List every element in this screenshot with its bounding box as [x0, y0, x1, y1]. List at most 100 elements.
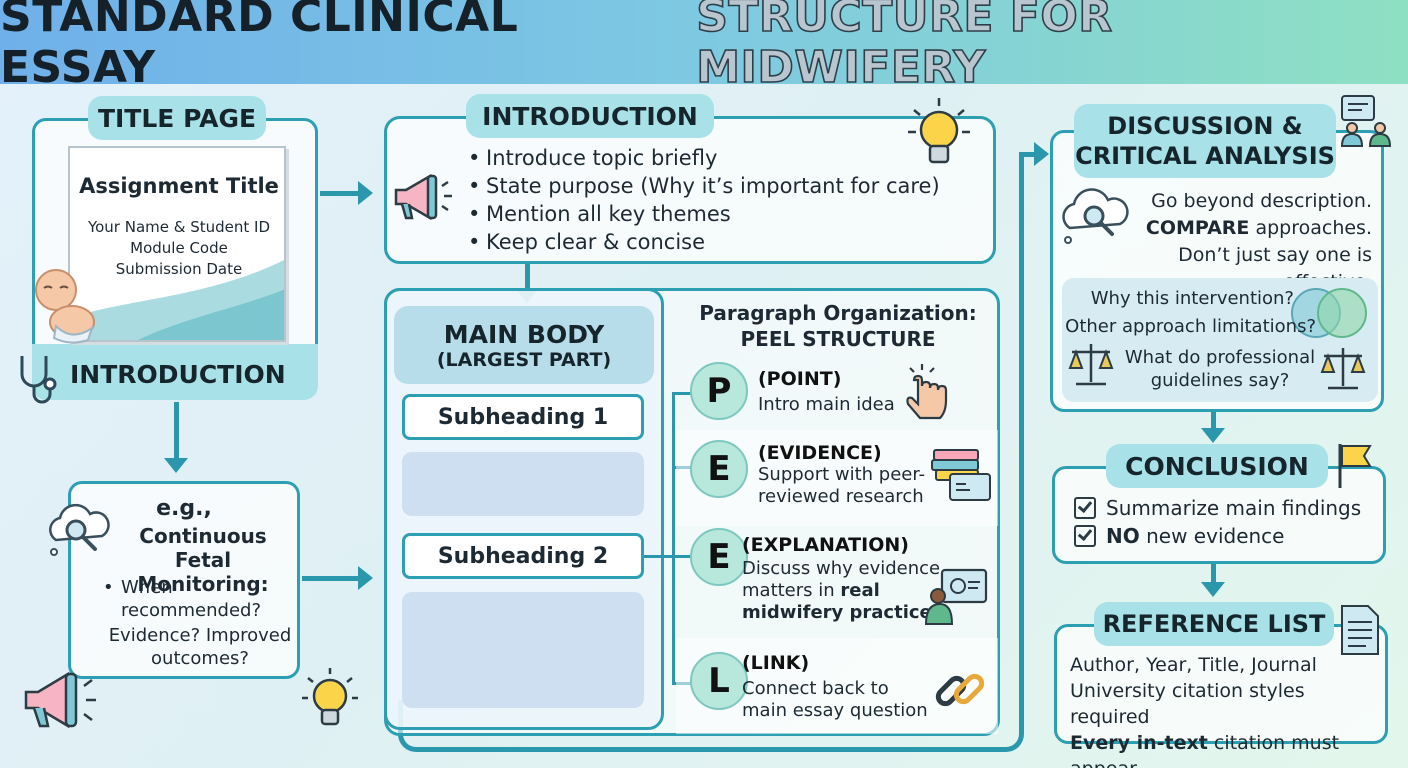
- arrow-head: [358, 566, 373, 590]
- arrow-title-to-intro: [320, 191, 360, 196]
- conclusion-item-2: NO new evidence: [1074, 524, 1284, 548]
- title-page-footer-label: INTRODUCTION: [70, 360, 286, 389]
- discussion-line2: COMPARE approaches.: [1096, 215, 1372, 242]
- stethoscope-icon: [20, 356, 57, 404]
- lightbulb-icon: [908, 98, 970, 164]
- subheading-2-placeholder: [402, 592, 644, 708]
- references-label: REFERENCE LIST: [1094, 602, 1334, 646]
- title-dark: STANDARD CLINICAL ESSAY: [0, 0, 519, 93]
- document-wave-decoration: [70, 259, 284, 340]
- conclusion-new-evidence: new evidence: [1146, 524, 1285, 548]
- title-page-section: TITLE PAGE Assignment Title Your Name & …: [20, 96, 322, 404]
- intro-bullet: State purpose (Why it’s important for ca…: [466, 172, 966, 200]
- checkbox-icon: [1074, 525, 1096, 547]
- venn-decoration: [1291, 288, 1367, 338]
- presenter-icon: [924, 568, 988, 625]
- references-every: Every in-text: [1070, 732, 1208, 754]
- baby-icon: [35, 269, 95, 344]
- chain-link-icon: [935, 673, 985, 707]
- title-line-name: Your Name & Student ID: [87, 218, 271, 236]
- peel-letter: E: [690, 440, 748, 498]
- peel-text-plain: Discuss why evidence matters in: [742, 558, 941, 601]
- megaphone-icon: [24, 671, 96, 729]
- example-panel: e.g., Continuous Fetal Monitoring: When …: [68, 481, 300, 679]
- title-page-footer-bg: [32, 344, 318, 400]
- assignment-title: Assignment Title: [79, 174, 279, 198]
- peel-connector-p: [672, 392, 692, 395]
- peel-text: Discuss why evidence matters in real mid…: [742, 558, 942, 624]
- discussion-approaches: approaches.: [1255, 217, 1372, 239]
- arrow-conclusion-to-references: [1211, 564, 1216, 584]
- title-page-label: TITLE PAGE: [88, 96, 266, 140]
- intro-bullet: Keep clear & concise: [466, 228, 966, 256]
- example-bullets: When recommended?: [101, 576, 291, 622]
- discussion-title-line2: CRITICAL ANALYSIS: [1075, 142, 1335, 170]
- discussion-q2: Other approach limitations?: [1065, 316, 1316, 337]
- peel-heading: Paragraph Organization: PEEL STRUCTURE: [680, 300, 996, 352]
- subheading-1: Subheading 1: [402, 394, 644, 440]
- arrow-title-to-example: [174, 402, 179, 460]
- peel-heading-line2: PEEL STRUCTURE: [740, 327, 936, 351]
- arrow-intro-to-body: [525, 264, 530, 288]
- conclusion-text-1: Summarize main findings: [1106, 496, 1362, 520]
- scales-icon: [1320, 348, 1366, 390]
- main-body-subtitle: (LARGEST PART): [436, 348, 612, 371]
- arrow-head: [358, 181, 373, 205]
- references-line2: University citation styles required: [1070, 680, 1305, 728]
- example-eg: e.g.,: [156, 496, 212, 521]
- arrow-head: [1201, 428, 1225, 443]
- subheading-1-placeholder: [402, 452, 644, 516]
- example-bullet: When recommended?: [101, 576, 291, 622]
- arrow-example-to-body: [302, 576, 360, 581]
- peel-letter: E: [690, 528, 748, 586]
- references-text: Author, Year, Title, Journal University …: [1070, 652, 1380, 768]
- conclusion-item-1: Summarize main findings: [1074, 496, 1361, 520]
- discussion-icon: [1340, 95, 1392, 147]
- peel-text: Support with peer-reviewed research: [758, 464, 926, 507]
- main-body-label: MAIN BODY (LARGEST PART): [394, 306, 654, 384]
- books-icon: [931, 449, 991, 501]
- peel-title: (LINK): [742, 652, 810, 674]
- peel-text: Intro main idea: [758, 394, 895, 415]
- peel-letter: L: [690, 652, 748, 710]
- title-line-module: Module Code: [130, 239, 228, 257]
- introduction-bullets: Introduce topic briefly State purpose (W…: [466, 144, 966, 256]
- discussion-questions-box: Why this intervention? Other approach li…: [1062, 278, 1378, 402]
- conclusion-no: NO: [1106, 524, 1140, 548]
- discussion-line1: Go beyond description.: [1151, 190, 1372, 212]
- peel-row-explanation: E (EXPLANATION) Discuss why evidence mat…: [676, 526, 998, 634]
- arrow-head: [1034, 142, 1049, 166]
- peel-connector-sub2: [644, 555, 674, 558]
- magnifier-cloud-icon: [49, 503, 110, 556]
- peel-connector-vertical: [672, 392, 675, 684]
- peel-heading-line1: Paragraph Organization:: [699, 301, 977, 325]
- discussion-title-line1: DISCUSSION &: [1107, 112, 1303, 140]
- intro-bullet: Mention all key themes: [466, 200, 966, 228]
- peel-title: (EXPLANATION): [742, 534, 909, 556]
- title-light: STRUCTURE FOR MIDWIFERY: [695, 0, 1113, 94]
- megaphone-icon: [394, 173, 452, 221]
- discussion-label: DISCUSSION & CRITICAL ANALYSIS: [1074, 104, 1336, 178]
- references-line3: Every in-text citation must appear: [1070, 730, 1380, 768]
- peel-row-evidence: E (EVIDENCE) Support with peer-reviewed …: [676, 430, 998, 526]
- loop-line-up: [1019, 152, 1024, 732]
- references-must-appear: citation must appear: [1070, 732, 1340, 768]
- discussion-q1: Why this intervention?: [1090, 288, 1294, 309]
- discussion-q3: What do professional guidelines say?: [1124, 347, 1316, 391]
- scales-icon: [1068, 344, 1114, 386]
- example-rest: Evidence? Improved outcomes?: [108, 625, 292, 669]
- peel-letter: P: [690, 362, 748, 420]
- peel-title: (EVIDENCE): [758, 442, 882, 464]
- arrow-head: [1201, 582, 1225, 597]
- intro-bullet: Introduce topic briefly: [466, 144, 966, 172]
- references-line1: Author, Year, Title, Journal: [1070, 654, 1317, 676]
- conclusion-text-2: NO new evidence: [1106, 524, 1284, 548]
- loop-line-right: [1019, 152, 1037, 157]
- lightbulb-icon: [302, 668, 358, 726]
- document-icon: [1341, 605, 1379, 655]
- peel-connector-e2: [672, 555, 692, 558]
- peel-row-link: L (LINK) Connect back to main essay ques…: [676, 638, 998, 734]
- peel-title: (POINT): [758, 368, 842, 390]
- magnifier-cloud-icon: [1062, 188, 1129, 244]
- peel-text: Connect back to main essay question: [742, 678, 928, 721]
